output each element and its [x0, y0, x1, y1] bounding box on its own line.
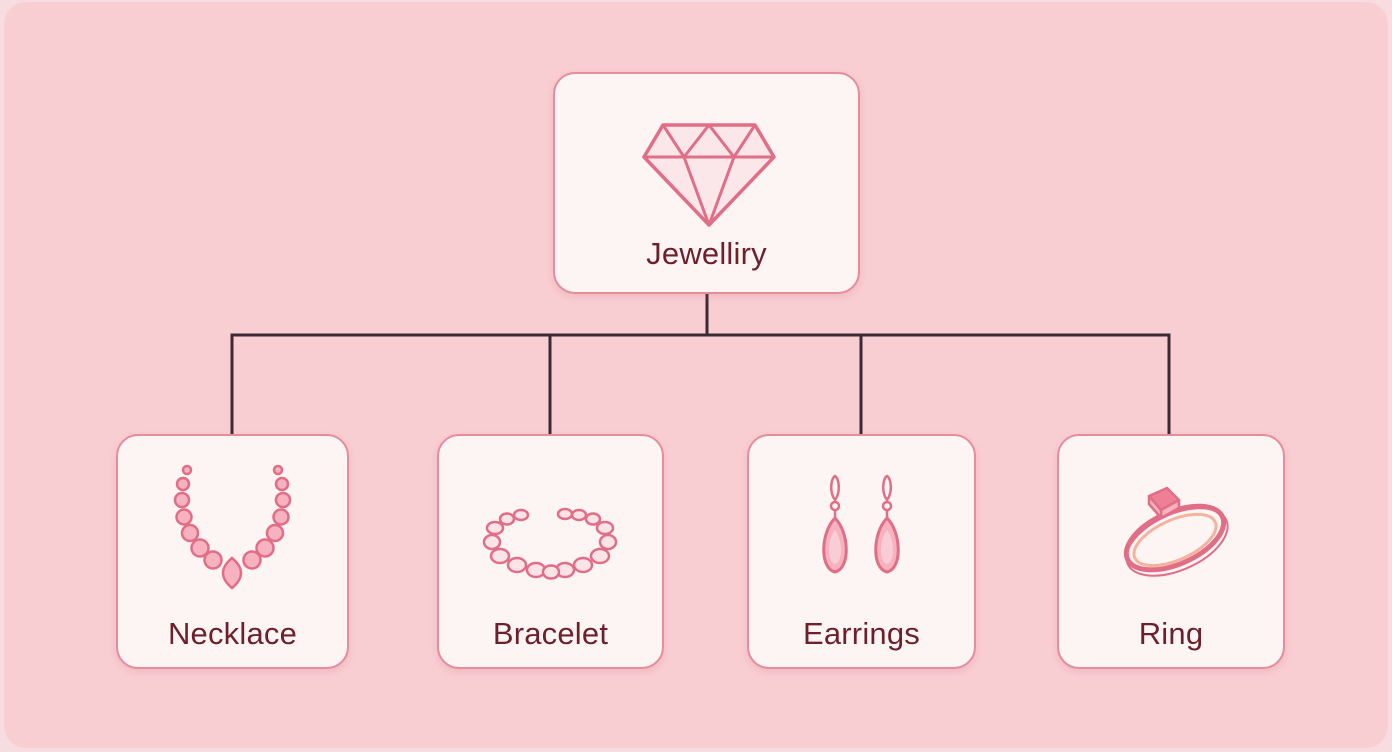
child-node-necklace[interactable]: Necklace [116, 434, 349, 669]
necklace-icon [173, 464, 292, 590]
ring-label: Ring [1138, 616, 1204, 651]
child-node-ring[interactable]: Ring [1057, 434, 1285, 669]
necklace-label: Necklace [167, 616, 298, 651]
diamond-icon [642, 123, 776, 227]
root-label: Jewelliry [646, 236, 767, 271]
bracelet-icon [482, 507, 618, 580]
earrings-icon [822, 474, 900, 574]
child-node-earrings[interactable]: Earrings [747, 434, 976, 669]
child-node-bracelet[interactable]: Bracelet [437, 434, 664, 669]
ring-icon [1123, 486, 1229, 577]
root-node-jewellery[interactable]: Jewelliry [553, 72, 860, 294]
bracelet-label: Bracelet [492, 616, 609, 651]
earrings-label: Earrings [802, 616, 921, 651]
